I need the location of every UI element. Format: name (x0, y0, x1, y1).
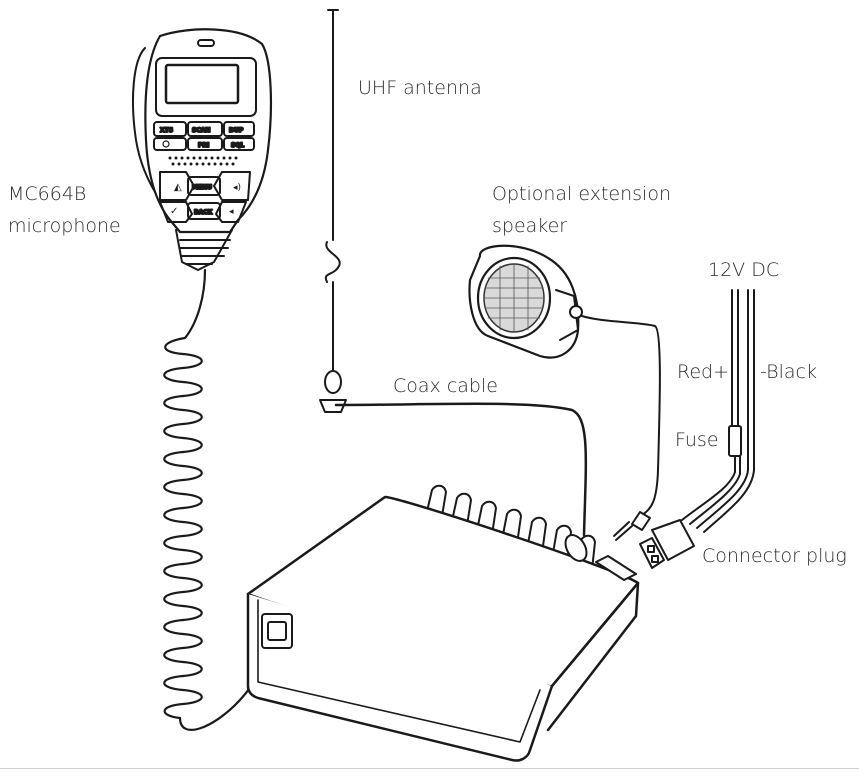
label-coax-cable: Coax cable (393, 375, 498, 397)
label-speaker: speaker (492, 215, 568, 237)
mic-key-xts: XTS (160, 127, 173, 134)
label-12v-dc: 12V DC (708, 259, 780, 281)
coiled-cord (163, 268, 207, 720)
mc664b-microphone: ◭ ✓ ◂) ◂ (132, 28, 273, 271)
mic-key-dup: DUP (229, 127, 244, 134)
svg-text:◂): ◂) (233, 183, 241, 193)
extension-speaker (468, 244, 583, 359)
label-black-negative: -Black (760, 361, 817, 383)
fuse (728, 425, 742, 457)
speaker-cable (581, 315, 661, 517)
bottom-divider (0, 768, 859, 769)
mic-key-scan: SCAN (192, 127, 210, 134)
label-red-positive: Red+ (677, 361, 730, 383)
connector-plug (639, 519, 695, 569)
mic-key-back: BACK (194, 209, 213, 216)
coax-cable (334, 402, 588, 537)
svg-text:◂: ◂ (229, 207, 234, 217)
svg-text:✓: ✓ (170, 206, 178, 217)
speaker-plug (613, 511, 651, 541)
mic-key-pri: PRI (198, 142, 209, 149)
label-microphone: microphone (8, 215, 121, 237)
label-uhf-antenna: UHF antenna (358, 77, 482, 99)
svg-text:◭: ◭ (174, 182, 182, 193)
power-leads (681, 289, 755, 533)
mic-key-menu: MENU (192, 184, 212, 191)
label-connector-plug: Connector plug (702, 545, 847, 567)
label-optional-extension: Optional extension (492, 183, 671, 205)
label-fuse: Fuse (675, 429, 719, 451)
label-mc664b: MC664B (8, 183, 87, 205)
uhf-antenna (319, 9, 347, 413)
mic-key-sql: SQL (231, 142, 244, 149)
radio-unit (246, 484, 640, 762)
